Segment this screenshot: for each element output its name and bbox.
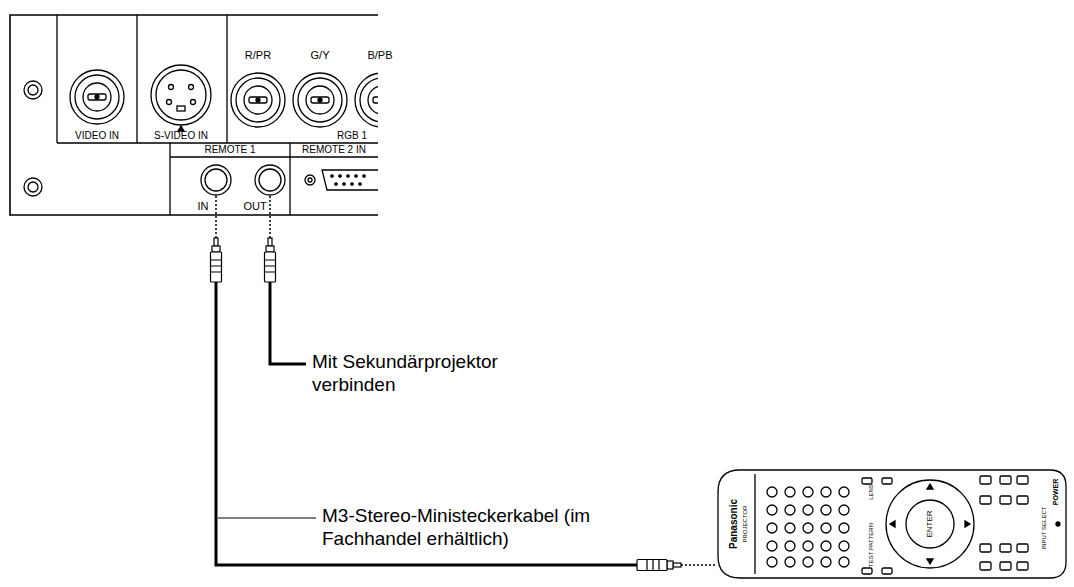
panel-outline [10, 15, 378, 215]
remote-jacks [201, 165, 285, 195]
remote-text: PROJECTOR [742, 506, 749, 543]
remote-button [803, 505, 813, 515]
connector-label: VIDEO IN [75, 130, 119, 142]
panel-screws [24, 81, 42, 196]
remote-button [767, 523, 777, 533]
remote-button [882, 478, 892, 484]
remote-button [785, 541, 795, 551]
mini-plugs [211, 238, 682, 571]
remote-button [1017, 544, 1028, 552]
remote-body [718, 470, 1066, 578]
dotted-insert-line [681, 564, 716, 566]
remote-button [803, 523, 813, 533]
mini-plug [211, 238, 222, 282]
s-video-connector [151, 65, 211, 131]
bnc-connectors [70, 70, 378, 190]
connector-label: R/PR [245, 49, 271, 62]
connector-label: RGB 1 [337, 130, 367, 142]
brand-text: Panasonic [728, 499, 740, 549]
connector-label: G/Y [311, 49, 330, 62]
remote-button [821, 523, 831, 533]
remote-button [1017, 496, 1028, 504]
callout-text: M3-Stereo-Ministeckerkabel (im Fachhande… [322, 505, 612, 551]
dsub-connector [305, 170, 378, 190]
remote-button [980, 562, 991, 570]
remote-text: INPUT SELECT [1041, 507, 1048, 550]
enter-button [906, 500, 954, 548]
remote-text: LENS [868, 484, 875, 500]
panel-dividers [57, 15, 378, 143]
remote-button [1000, 496, 1011, 504]
remote-button [821, 557, 831, 567]
cables [216, 282, 637, 565]
dotted-insert-line [216, 196, 270, 238]
remote-section-lines [170, 143, 378, 215]
remote-button [839, 557, 849, 567]
remote-button [1017, 562, 1028, 570]
remote-button [803, 541, 813, 551]
mini-plug [637, 560, 681, 571]
remote-button [882, 568, 892, 574]
remote-button [821, 541, 831, 551]
remote-button [980, 544, 991, 552]
remote-button [980, 496, 991, 504]
remote-control [718, 470, 1066, 578]
remote-button [839, 487, 849, 497]
plug-leader-lines [216, 196, 716, 565]
remote-button [767, 505, 777, 515]
remote-edge [754, 474, 755, 574]
joystick-ring [886, 480, 974, 568]
section-label: REMOTE 2 IN [302, 144, 366, 156]
remote-button [839, 541, 849, 551]
remote-button [785, 557, 795, 567]
remote-text: TEST PATTERN [868, 523, 875, 567]
connector-label: B/PB [367, 49, 392, 62]
leader-line [218, 517, 316, 518]
remote-text: POWER [1052, 479, 1060, 505]
remote-buttons [767, 476, 1028, 574]
remote-button [767, 557, 777, 567]
jack-label: IN [198, 200, 209, 213]
remote-button [862, 478, 872, 484]
button-text: ENTER [925, 510, 935, 537]
connector-label: S-VIDEO IN [154, 130, 208, 142]
remote-button [803, 487, 813, 497]
remote-button [767, 487, 777, 497]
section-label: REMOTE 1 [204, 144, 255, 156]
remote-button [980, 476, 991, 484]
secondary-cable [270, 282, 306, 364]
remote-button [1000, 562, 1011, 570]
remote-button [803, 557, 813, 567]
stereo-mini-cable [216, 282, 637, 565]
remote-button [839, 505, 849, 515]
remote-button [1000, 544, 1011, 552]
arrow-marks [890, 484, 970, 564]
remote-button [839, 523, 849, 533]
remote-button [785, 523, 795, 533]
remote-button [862, 568, 872, 574]
jack-label: OUT [243, 200, 266, 213]
remote-button [785, 487, 795, 497]
remote-button [767, 541, 777, 551]
callout-text: Mit Sekundärprojektor verbinden [312, 351, 562, 397]
remote-button [1000, 476, 1011, 484]
remote-button [785, 505, 795, 515]
indicator [1056, 522, 1060, 526]
mini-plug [265, 238, 276, 282]
remote-button [1017, 476, 1028, 484]
remote-button [821, 505, 831, 515]
remote-button [821, 487, 831, 497]
projector-panel [10, 15, 409, 215]
